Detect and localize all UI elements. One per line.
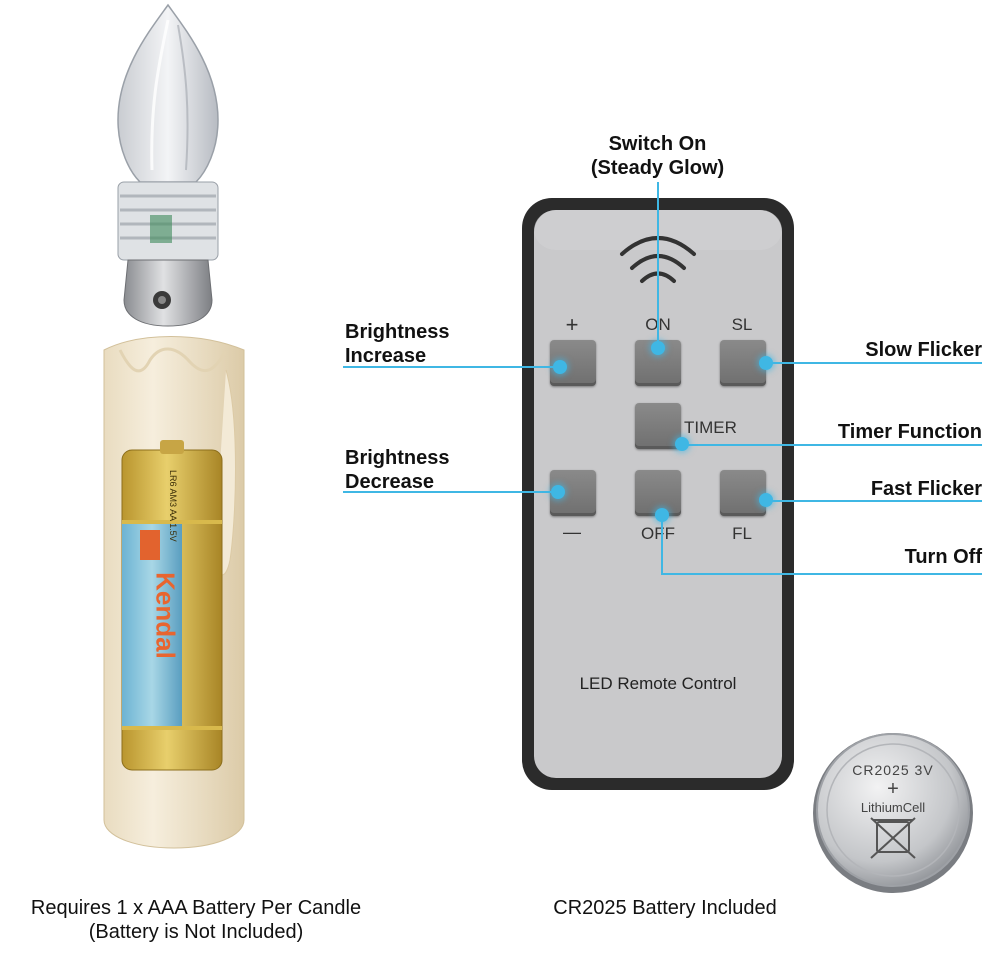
turn-off-horizontal-line bbox=[661, 573, 982, 575]
fl-button-label: FL bbox=[732, 524, 752, 543]
timer-button-label: TIMER bbox=[684, 418, 737, 437]
minus-button-label: — bbox=[563, 522, 581, 542]
brightness-decrease-callout-line2: Decrease bbox=[345, 471, 434, 493]
candle-battery-caption-line1: Requires 1 x AAA Battery Per Candle bbox=[30, 897, 362, 919]
timer-function-dot bbox=[675, 437, 689, 451]
coin-battery-cell-label: LithiumCell bbox=[860, 800, 926, 815]
turn-off-vertical-line bbox=[661, 515, 663, 575]
slow-flicker-button[interactable] bbox=[720, 340, 766, 386]
switch-on-callout-line2: (Steady Glow) bbox=[590, 157, 725, 179]
switch-on-dot bbox=[651, 341, 665, 355]
battery-spec-lr6: LR6 bbox=[168, 470, 178, 487]
switch-on-callout-line1: Switch On bbox=[608, 133, 707, 155]
brightness-increase-line bbox=[343, 366, 560, 368]
candle-battery-caption-line2: (Battery is Not Included) bbox=[88, 921, 304, 943]
brightness-decrease-line bbox=[343, 491, 560, 493]
battery-spec-voltage: 1.5V bbox=[168, 523, 178, 542]
battery-spec-aa: AA bbox=[168, 509, 178, 521]
battery-brand-text: Kendal bbox=[150, 572, 181, 659]
brightness-decrease-callout-line1: Brightness bbox=[345, 447, 450, 469]
sl-button-label: SL bbox=[731, 315, 753, 334]
plus-button-label: + bbox=[565, 312, 579, 337]
slow-flicker-callout: Slow Flicker bbox=[865, 339, 982, 361]
slow-flicker-dot bbox=[759, 356, 773, 370]
turn-off-callout: Turn Off bbox=[904, 546, 982, 568]
switch-on-callout: Switch On (Steady Glow) bbox=[570, 132, 745, 180]
timer-function-callout: Timer Function bbox=[837, 421, 982, 443]
brightness-increase-callout-line2: Increase bbox=[345, 345, 427, 367]
led-bulb-icon bbox=[117, 3, 219, 327]
timer-function-line bbox=[682, 444, 982, 446]
coin-battery-icon bbox=[813, 733, 973, 893]
candle-battery-caption: Requires 1 x AAA Battery Per Candle (Bat… bbox=[0, 896, 392, 944]
remote-title: LED Remote Control bbox=[579, 674, 737, 693]
brightness-increase-callout: Brightness Increase bbox=[345, 320, 449, 368]
candle-body-icon bbox=[103, 336, 245, 849]
brightness-increase-callout-line1: Brightness bbox=[345, 321, 450, 343]
turn-off-dot bbox=[655, 508, 669, 522]
switch-on-line bbox=[657, 182, 659, 347]
slow-flicker-line bbox=[766, 362, 982, 364]
battery-spec-text: LR6 AM3 AA 1.5V bbox=[168, 470, 178, 542]
brightness-increase-dot bbox=[553, 360, 567, 374]
fast-flicker-dot bbox=[759, 493, 773, 507]
off-button-label: OFF bbox=[641, 524, 675, 543]
coin-battery-label: CR2025 3V bbox=[852, 762, 934, 778]
timer-button[interactable] bbox=[635, 403, 681, 449]
coin-battery-plus: + bbox=[887, 778, 899, 800]
remote-battery-caption: CR2025 Battery Included bbox=[553, 897, 777, 919]
brightness-decrease-callout: Brightness Decrease bbox=[345, 446, 449, 494]
battery-spec-am3: AM3 bbox=[168, 488, 178, 508]
fast-flicker-callout: Fast Flicker bbox=[870, 478, 982, 500]
brightness-decrease-dot bbox=[551, 485, 565, 499]
fast-flicker-button[interactable] bbox=[720, 470, 766, 516]
fast-flicker-line bbox=[766, 500, 982, 502]
